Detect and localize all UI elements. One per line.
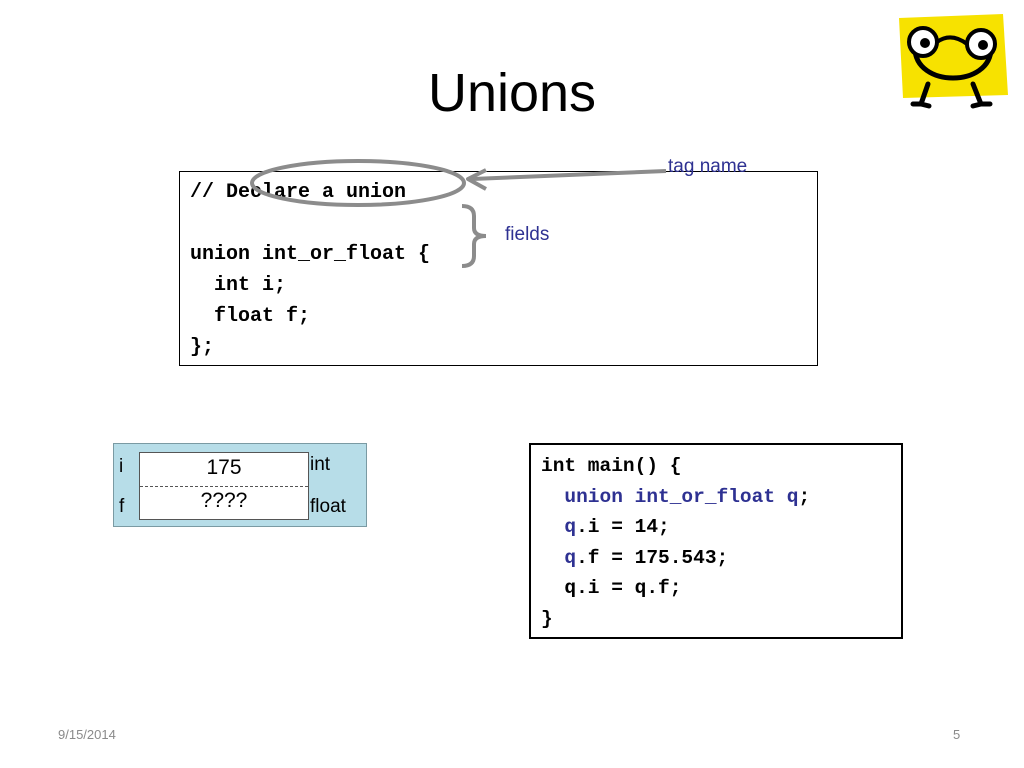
dashed-divider: [140, 486, 308, 487]
slide-number: 5: [953, 727, 961, 742]
tag-name-label: tag name: [668, 156, 748, 177]
code-variable: q: [564, 516, 577, 538]
field-label-i: i: [119, 456, 124, 477]
float-value: ????: [200, 489, 248, 512]
code-line: float f;: [190, 305, 311, 328]
fields-label: fields: [505, 224, 550, 245]
code-keyword: union int_or_float q: [564, 485, 799, 508]
type-label-float: float: [310, 496, 346, 517]
slide-date: 9/15/2014: [58, 727, 116, 742]
code-line: // Declare a union: [190, 181, 407, 204]
type-label-int: int: [310, 454, 331, 475]
memory-diagram: i f 175 ???? int float: [113, 443, 367, 527]
field-label-f: f: [119, 496, 125, 517]
memory-cell: 175 ????: [139, 452, 309, 520]
code-line: q.i = q.f;: [564, 577, 682, 599]
union-declaration-code: // Declare a union union int_or_float { …: [179, 171, 818, 366]
int-value: 175: [206, 456, 242, 479]
code-text: .f = 175.543;: [576, 546, 729, 569]
code-line: union int_or_float {: [190, 243, 431, 266]
code-text: ;: [798, 485, 811, 508]
code-line: }: [541, 607, 553, 630]
code-line: int i;: [190, 274, 287, 297]
slide-title: Unions: [427, 63, 597, 123]
mascot-icon: [899, 14, 1008, 109]
code-text: .i = 14;: [576, 516, 670, 538]
code-line: int main() {: [541, 455, 682, 477]
code-line: };: [190, 336, 215, 359]
main-function-code: int main() { union int_or_float q; q.i =…: [529, 443, 903, 639]
code-variable: q: [564, 546, 577, 569]
